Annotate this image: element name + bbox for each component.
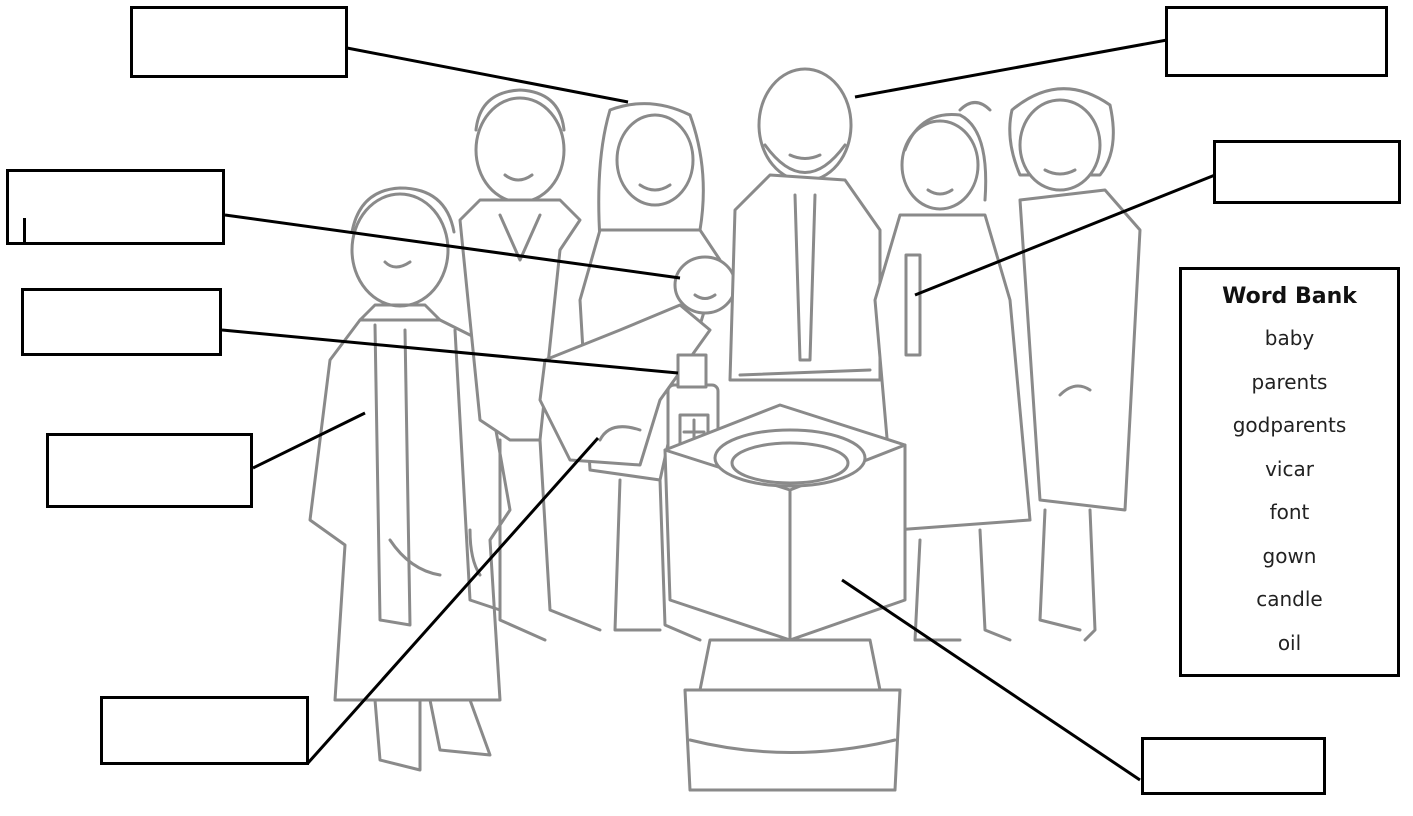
word-bank-title: Word Bank <box>1182 284 1397 309</box>
text-cursor <box>23 218 26 244</box>
label-box-gown[interactable] <box>100 696 309 765</box>
word-bank-item: oil <box>1182 622 1397 666</box>
godfather-figure <box>730 69 880 380</box>
label-box-font[interactable] <box>1141 737 1326 795</box>
word-bank-item: godparents <box>1182 404 1397 448</box>
word-bank: Word Bank baby parents godparents vicar … <box>1179 267 1400 677</box>
word-bank-item: font <box>1182 491 1397 535</box>
word-bank-list: baby parents godparents vicar font gown … <box>1182 317 1397 665</box>
word-bank-item: candle <box>1182 578 1397 622</box>
word-bank-item: parents <box>1182 361 1397 405</box>
label-box-vicar[interactable] <box>46 433 253 508</box>
label-box-oil[interactable] <box>21 288 222 356</box>
label-box-baby[interactable] <box>6 169 225 245</box>
godmother-figure <box>1010 89 1140 640</box>
label-box-mother[interactable] <box>130 6 348 78</box>
word-bank-item: gown <box>1182 535 1397 579</box>
word-bank-item: baby <box>1182 317 1397 361</box>
word-bank-item: vicar <box>1182 448 1397 492</box>
label-box-candle[interactable] <box>1213 140 1401 204</box>
label-box-godfather[interactable] <box>1165 6 1388 77</box>
